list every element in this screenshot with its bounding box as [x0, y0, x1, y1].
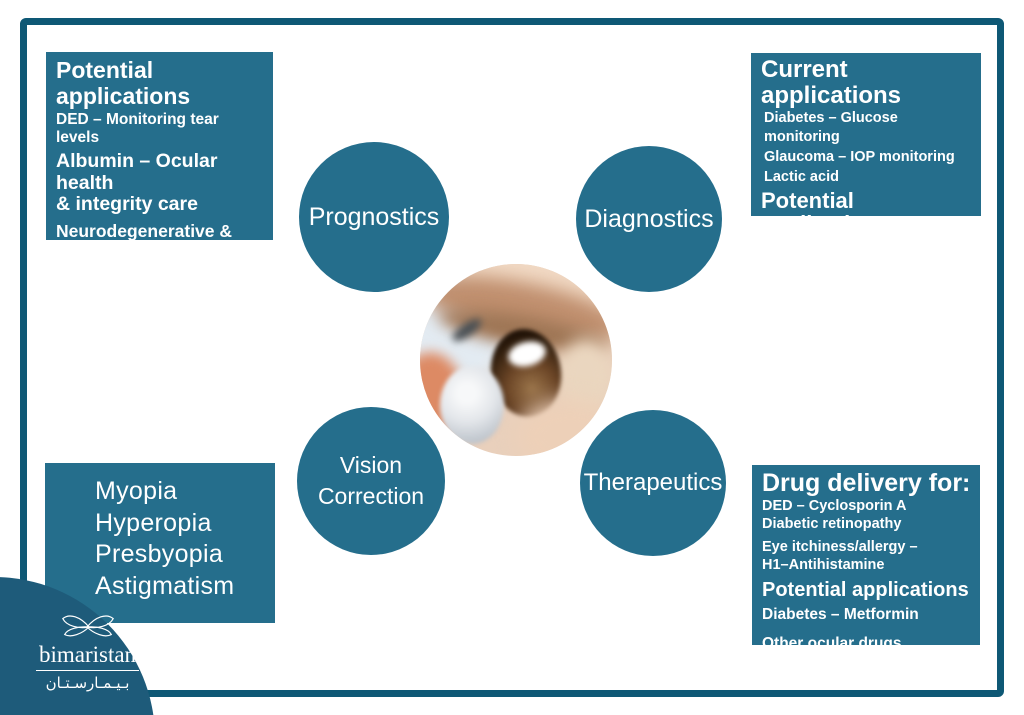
panel-line: Cancer — [764, 282, 803, 295]
panel-line: cardiovascular diseases — [764, 254, 897, 267]
panel-line: Diabetes – Glucose monitoring — [764, 109, 898, 146]
panel-line: Neurodegenerative & — [56, 221, 233, 242]
panel-line: Glaucoma – IOP monitoring — [764, 148, 955, 165]
panel-line: Presbyopia — [95, 540, 224, 568]
panel-line: Diabetes – Metformin — [762, 605, 919, 623]
panel-line: H1–Antihistamine — [762, 557, 885, 574]
panel-line: Other ocular drugs — [762, 634, 902, 652]
circle-therapeutics: Therapeutics — [580, 410, 726, 556]
panel-line: Hyperopia — [95, 508, 212, 537]
panel-line: Diabetic retinopathy — [762, 516, 902, 533]
panel-line: Cancer — [56, 298, 116, 319]
circle-diagnostics: Diagnostics — [576, 146, 722, 292]
panel-diagnostics-applications: Current applications Diabetes – Glucose … — [751, 53, 981, 294]
brand-logo: bimaristan بـيـمـارسـتـان — [15, 613, 160, 692]
eye-contact-lens-photo — [420, 264, 612, 456]
panel-vision-correction-conditions: Myopia Hyperopia Presbyopia Astigmatism — [45, 463, 275, 623]
brand-wordmark: bimaristan — [35, 642, 140, 672]
panel-line: DED – Cyclosporin A — [762, 498, 907, 514]
panel-line: Albumin – Ocular health — [56, 149, 218, 194]
panel-heading: Potential applications — [761, 188, 890, 237]
panel-line: Neurodegenerative & — [764, 240, 880, 253]
circle-label: Therapeutics — [583, 469, 723, 496]
panel-line: cardiovascular diseases — [56, 240, 259, 261]
panel-heading: Potential applications — [762, 578, 969, 601]
butterfly-leaves-icon — [61, 615, 114, 637]
panel-therapeutics-applications: Drug delivery for: DED – Cyclosporin A D… — [752, 465, 980, 652]
panel-heading: Potential applications — [56, 57, 191, 109]
brand-wordmark-arabic: بـيـمـارسـتـان — [45, 675, 130, 693]
panel-line: DED – Monitoring tear levels — [56, 110, 219, 147]
border-frame — [20, 18, 1004, 697]
panel-line: Metabolic diseases — [56, 266, 225, 288]
panel-heading: Current applications — [761, 56, 902, 109]
circle-label: Diagnostics — [584, 204, 714, 233]
photo-cheek-blob — [515, 399, 612, 456]
panel-line: Myopia — [95, 477, 178, 505]
panel-line: Lactic acid — [764, 168, 839, 185]
circle-label: Prognostics — [308, 202, 440, 231]
panel-heading: Drug delivery for: — [762, 469, 971, 497]
panel-line: Metabolic diseases — [764, 268, 869, 281]
panel-line: & integrity care — [56, 193, 198, 216]
panel-line: Astigmatism — [95, 571, 235, 600]
panel-line: Eye itchiness/allergy – — [762, 539, 918, 556]
photo-contact-lens — [440, 366, 504, 444]
panel-prognostics-applications: Potential applications DED – Monitoring … — [46, 52, 273, 319]
